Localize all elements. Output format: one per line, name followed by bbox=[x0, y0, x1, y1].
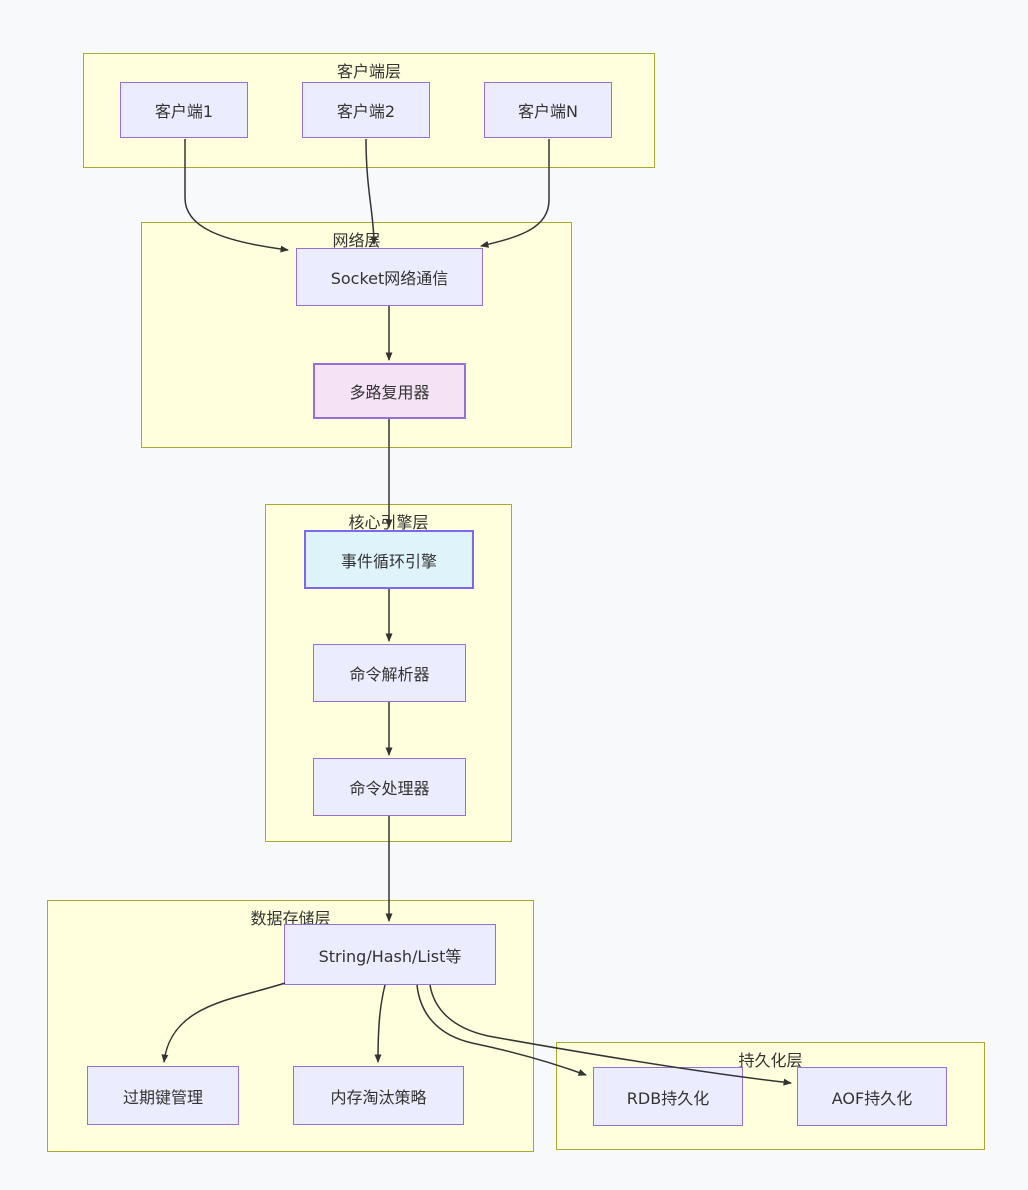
layer-storage-title: 数据存储层 bbox=[250, 909, 331, 928]
node-event-loop: 事件循环引擎 bbox=[304, 530, 474, 589]
node-datatypes-label: String/Hash/List等 bbox=[318, 946, 462, 966]
layer-client-title: 客户端层 bbox=[336, 62, 401, 81]
node-processor-label: 命令处理器 bbox=[349, 779, 430, 798]
node-parser: 命令解析器 bbox=[313, 644, 466, 702]
node-client1: 客户端1 bbox=[120, 82, 248, 138]
node-datatypes: String/Hash/List等 bbox=[284, 924, 496, 985]
node-client2: 客户端2 bbox=[302, 82, 430, 138]
node-socket: Socket网络通信 bbox=[296, 248, 483, 306]
node-aof-label: AOF持久化 bbox=[831, 1088, 913, 1108]
node-multiplexer: 多路复用器 bbox=[313, 363, 466, 419]
node-processor: 命令处理器 bbox=[313, 758, 466, 816]
node-aof: AOF持久化 bbox=[797, 1067, 947, 1126]
node-client1-label: 客户端1 bbox=[154, 102, 214, 121]
node-expire-label: 过期键管理 bbox=[122, 1087, 203, 1107]
node-event-loop-label: 事件循环引擎 bbox=[340, 551, 437, 571]
node-eviction: 内存淘汰策略 bbox=[293, 1066, 464, 1125]
node-rdb-label: RDB持久化 bbox=[626, 1088, 710, 1108]
node-socket-label: Socket网络通信 bbox=[330, 269, 449, 288]
node-multiplexer-label: 多路复用器 bbox=[349, 383, 430, 402]
node-parser-label: 命令解析器 bbox=[349, 665, 430, 684]
node-expire: 过期键管理 bbox=[87, 1066, 239, 1125]
node-rdb: RDB持久化 bbox=[593, 1067, 743, 1126]
node-clientN: 客户端N bbox=[484, 82, 612, 138]
node-clientN-label: 客户端N bbox=[518, 102, 578, 121]
node-client2-label: 客户端2 bbox=[336, 102, 396, 121]
node-eviction-label: 内存淘汰策略 bbox=[330, 1087, 427, 1107]
